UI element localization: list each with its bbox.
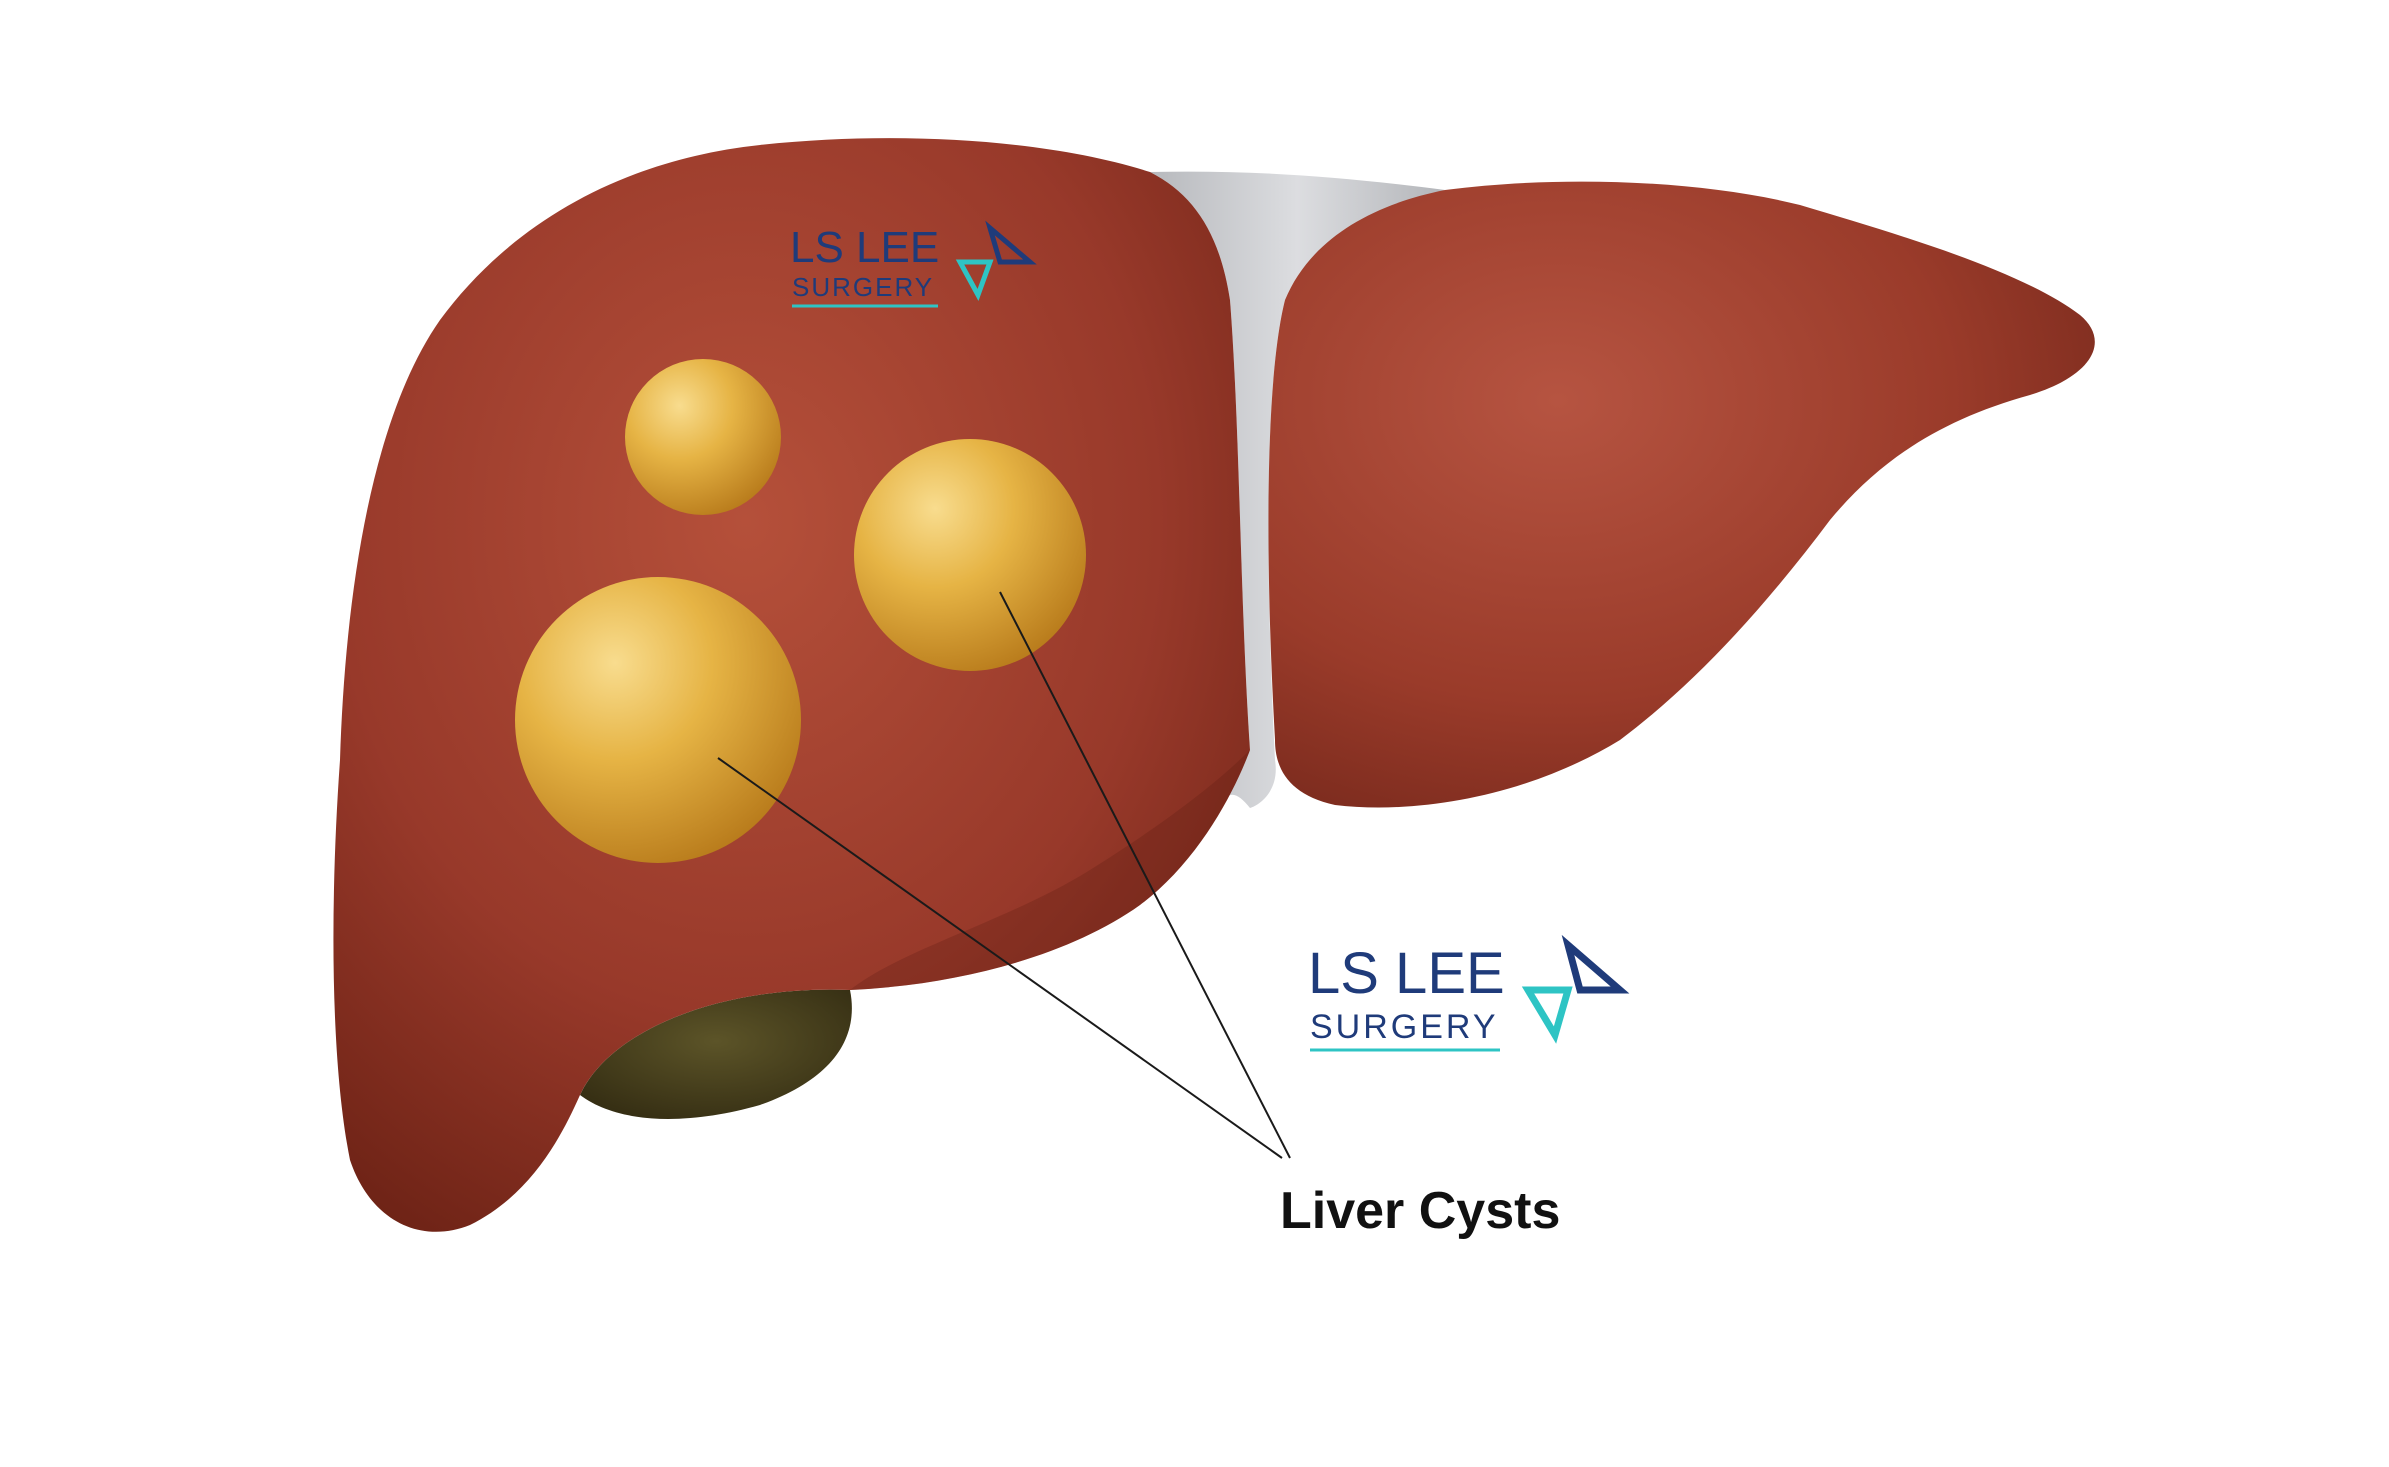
- logo-small-line2: SURGERY: [792, 272, 934, 302]
- gallbladder: [580, 989, 852, 1119]
- cyst-small: [625, 359, 781, 515]
- cyst-medium: [854, 439, 1086, 671]
- leader-line-medium-cyst: [999, 591, 1291, 1159]
- logo-main: LS LEE SURGERY: [1308, 934, 1630, 1052]
- logo-main-line1: LS LEE: [1308, 941, 1505, 1006]
- right-lobe-shading: [850, 750, 1250, 990]
- leader-line-large-cyst: [717, 757, 1283, 1159]
- logo-small-mark-icon: [955, 220, 1037, 302]
- cyst-large: [515, 577, 801, 863]
- left-lobe: [1268, 181, 2095, 808]
- cyst-label: Liver Cysts: [1280, 1182, 1560, 1240]
- logo-small-line1: LS LEE: [790, 223, 939, 272]
- logo-main-line2: SURGERY: [1310, 1008, 1499, 1046]
- logo-watermark-small: LS LEE SURGERY: [790, 220, 1037, 308]
- logo-main-mark-icon: [1521, 934, 1630, 1044]
